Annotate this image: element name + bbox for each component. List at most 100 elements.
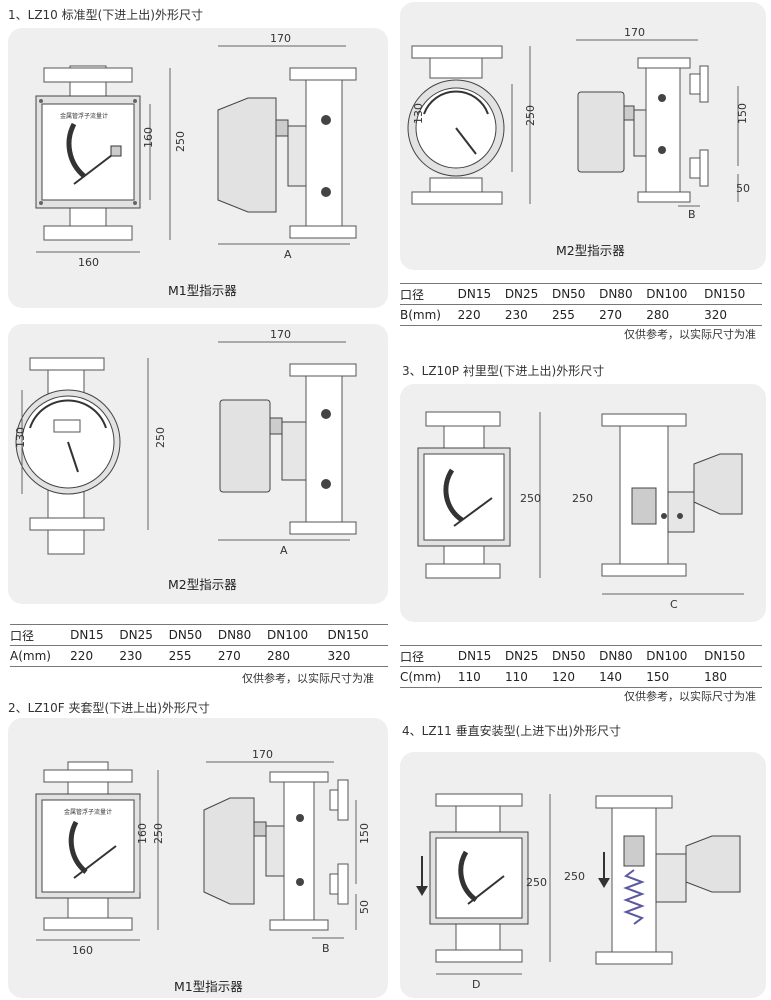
table-cell: DN15 xyxy=(457,645,505,667)
table-cell: 280 xyxy=(267,645,328,667)
dim-160-vertical: 160 xyxy=(142,127,155,148)
dim-170-m2: 170 xyxy=(270,328,291,341)
table-cell: DN25 xyxy=(504,645,553,667)
table-cell: 320 xyxy=(327,645,388,667)
table-cell: DN15 xyxy=(70,624,120,646)
table-a-value-row: A(mm) 220 230 255 270 280 320 xyxy=(10,645,388,667)
table-cell: 320 xyxy=(704,304,762,326)
table-cell: 270 xyxy=(217,645,268,667)
lz10-m1-drawing: 金属管浮子流量计 160 250 160 170 A xyxy=(35,32,357,269)
dim-150-f: 150 xyxy=(358,823,371,844)
table-cell: DN80 xyxy=(599,283,647,305)
dim-160-horizontal: 160 xyxy=(78,256,99,269)
panel-lz10p: 250 250 C xyxy=(400,384,766,622)
lz10f-m1-drawing: 金属管浮子流量计 160 250 160 170 150 50 B xyxy=(35,748,371,957)
panel-lz10f-m1: 金属管浮子流量计 160 250 160 170 150 50 B M1型指示器 xyxy=(8,718,388,998)
lz10p-drawing: 250 250 C xyxy=(417,411,744,611)
table-cell: DN100 xyxy=(646,645,705,667)
panel-lz10-m2: 130 250 170 A M2型指示器 xyxy=(8,324,388,604)
table-cell: 220 xyxy=(70,645,120,667)
dim-130: 130 xyxy=(14,427,27,448)
dim-170: 170 xyxy=(270,32,291,45)
dim-250-lz11-side: 250 xyxy=(564,870,585,883)
panel-lz11: 250 250 D xyxy=(400,752,766,998)
caption-m2: M2型指示器 xyxy=(168,577,237,592)
table-cell: 180 xyxy=(704,666,762,688)
section-2-title: 2、LZ10F 夹套型(下进上出)外形尺寸 xyxy=(8,701,210,715)
dim-250-lz11: 250 xyxy=(526,876,547,889)
table-cell: DN150 xyxy=(327,624,388,646)
table-cell: 230 xyxy=(504,304,552,326)
table-c-value-row: C(mm) 110 110 120 140 150 180 xyxy=(400,666,762,688)
panel-lz10f-m2: 130 250 170 150 50 B M2型指示器 xyxy=(400,2,766,270)
table-cell: C(mm) xyxy=(400,666,458,688)
dim-250-p-side: 250 xyxy=(572,492,593,505)
table-b-header-row: 口径 DN15 DN25 DN50 DN80 DN100 DN150 xyxy=(400,283,762,305)
table-cell: DN80 xyxy=(217,624,268,646)
note-a: 仅供参考，以实际尺寸为准 xyxy=(242,672,374,685)
table-cell: DN50 xyxy=(168,624,218,646)
caption-m2-f: M2型指示器 xyxy=(556,243,625,258)
dim-a-m2: A xyxy=(280,544,288,557)
section-3-title: 3、LZ10P 衬里型(下进上出)外形尺寸 xyxy=(402,364,605,378)
table-b-value-row: B(mm) 220 230 255 270 280 320 xyxy=(400,304,762,326)
dim-130-f2: 130 xyxy=(412,103,425,124)
lz11-drawing: 250 250 D xyxy=(416,793,741,991)
caption-m1: M1型指示器 xyxy=(168,283,237,298)
dim-160-f-horizontal: 160 xyxy=(72,944,93,957)
table-cell: DN50 xyxy=(551,283,600,305)
dim-160-f: 160 xyxy=(136,823,149,844)
dim-b-f2: B xyxy=(688,208,696,221)
section-1-title: 1、LZ10 标准型(下进上出)外形尺寸 xyxy=(8,8,203,22)
dim-170-f2: 170 xyxy=(624,26,645,39)
note-c: 仅供参考，以实际尺寸为准 xyxy=(624,690,756,703)
table-cell: DN80 xyxy=(599,645,647,667)
table-cell: DN25 xyxy=(504,283,552,305)
dim-250-f: 250 xyxy=(152,823,165,844)
table-c-header-row: 口径 DN15 DN25 DN50 DN80 DN100 DN150 xyxy=(400,645,762,667)
lz10f-m2-drawing: 130 250 170 150 50 B xyxy=(407,26,750,221)
table-cell: DN25 xyxy=(119,624,169,646)
table-cell: DN100 xyxy=(646,283,705,305)
table-cell: 120 xyxy=(552,666,600,688)
table-cell: 220 xyxy=(457,304,505,326)
table-c: 口径 DN15 DN25 DN50 DN80 DN100 DN150 C(mm)… xyxy=(400,645,762,688)
table-cell: 150 xyxy=(646,666,705,688)
dim-d: D xyxy=(472,978,480,991)
table-cell: 口径 xyxy=(10,624,71,646)
dim-170-f: 170 xyxy=(252,748,273,761)
dim-b-f: B xyxy=(322,942,330,955)
table-cell: DN100 xyxy=(267,624,328,646)
dim-c: C xyxy=(670,598,678,611)
table-cell: DN150 xyxy=(704,283,762,305)
table-cell: 280 xyxy=(646,304,705,326)
dim-50-f: 50 xyxy=(358,900,371,914)
table-cell: 110 xyxy=(504,666,553,688)
dim-250-m2: 250 xyxy=(154,427,167,448)
table-cell: 140 xyxy=(599,666,647,688)
svg-text:金属管浮子流量计: 金属管浮子流量计 xyxy=(64,808,112,816)
section-4-title: 4、LZ11 垂直安装型(上进下出)外形尺寸 xyxy=(402,724,621,738)
table-cell: 270 xyxy=(599,304,647,326)
table-b: 口径 DN15 DN25 DN50 DN80 DN100 DN150 B(mm)… xyxy=(400,283,762,326)
dim-250-p: 250 xyxy=(520,492,541,505)
panel-lz10-m1: 金属管浮子流量计 160 250 160 170 A M1型指示器 xyxy=(8,28,388,308)
table-a-header-row: 口径 DN15 DN25 DN50 DN80 DN100 DN150 xyxy=(10,624,388,646)
table-cell: 110 xyxy=(457,666,505,688)
dim-50-f2: 50 xyxy=(736,182,750,195)
caption-m1-f: M1型指示器 xyxy=(174,979,243,994)
table-a: 口径 DN15 DN25 DN50 DN80 DN100 DN150 A(mm)… xyxy=(10,624,388,667)
note-b: 仅供参考，以实际尺寸为准 xyxy=(624,328,756,341)
svg-text:金属管浮子流量计: 金属管浮子流量计 xyxy=(60,112,108,120)
lz10-m2-drawing: 130 250 170 A xyxy=(14,328,357,557)
dim-250-f2: 250 xyxy=(524,105,537,126)
dim-a: A xyxy=(284,248,292,261)
table-cell: A(mm) xyxy=(10,645,71,667)
table-cell: B(mm) xyxy=(400,304,458,326)
table-cell: DN15 xyxy=(457,283,505,305)
table-cell: DN150 xyxy=(704,645,762,667)
table-cell: 255 xyxy=(551,304,600,326)
table-cell: 口径 xyxy=(400,283,458,305)
table-cell: 230 xyxy=(119,645,169,667)
table-cell: DN50 xyxy=(552,645,600,667)
